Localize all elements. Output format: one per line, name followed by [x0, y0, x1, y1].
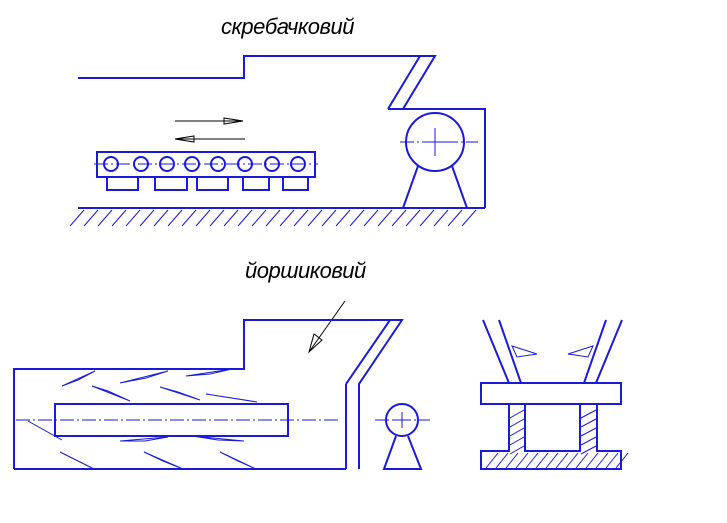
bristle — [159, 386, 201, 401]
hatch-line — [321, 209, 337, 227]
bristle — [185, 368, 233, 377]
hatch-line — [509, 418, 525, 428]
hatch-line — [293, 209, 309, 227]
hatch-line — [69, 209, 85, 227]
feed-arrow — [308, 300, 346, 353]
bristle — [205, 393, 258, 403]
hatch-line — [605, 452, 619, 469]
bristle — [219, 451, 257, 470]
chain-roller — [290, 156, 306, 172]
hatch-line — [580, 418, 597, 428]
hatch-line — [509, 409, 525, 419]
hatch-line — [461, 209, 477, 227]
hatch-line — [405, 209, 421, 227]
chain-roller — [133, 156, 149, 172]
chain-roller — [159, 156, 175, 172]
hatch-line — [307, 209, 323, 227]
bristle — [91, 385, 131, 402]
bristle — [27, 420, 63, 441]
hatch-line — [447, 209, 463, 227]
hatch-line — [209, 209, 225, 227]
hatch-line — [363, 209, 379, 227]
label-brush: йоршиковий — [245, 258, 366, 283]
scraper-blade — [154, 176, 188, 191]
scraper-blade — [106, 176, 139, 191]
bristle — [119, 436, 169, 442]
brush-cross-section — [480, 319, 629, 470]
brush-conveyor — [13, 300, 629, 470]
chain-roller — [237, 156, 253, 172]
scraper-blade — [282, 176, 309, 191]
hatch-line — [181, 209, 197, 227]
bristle — [61, 370, 96, 387]
direction-arrows — [174, 117, 245, 143]
hatch-line — [505, 452, 519, 469]
hatch-line — [509, 445, 525, 455]
hatch-line — [545, 452, 559, 469]
hatch-line — [349, 209, 365, 227]
hatch-line — [575, 452, 589, 469]
hatch-line — [139, 209, 155, 227]
bristle — [191, 435, 245, 442]
hatch-line — [595, 452, 609, 469]
hatch-line — [223, 209, 239, 227]
label-scraper: скребачковий — [221, 14, 354, 39]
hatch-line — [251, 209, 267, 227]
hatch-line — [580, 436, 597, 446]
scraper-housing — [78, 55, 486, 208]
hatch-line — [111, 209, 127, 227]
hatch-line — [580, 445, 597, 455]
hatch-line — [509, 427, 525, 437]
hatch-line — [391, 209, 407, 227]
hatch-line — [167, 209, 183, 227]
hatch-line — [153, 209, 169, 227]
bristle — [143, 451, 184, 470]
brush-bristles — [27, 368, 258, 470]
chain-roller — [264, 156, 280, 172]
brush-housing — [13, 319, 404, 469]
pulley-stand — [401, 165, 469, 209]
hatch-line — [509, 436, 525, 446]
hatch-line — [485, 452, 499, 469]
hatch-line — [335, 209, 351, 227]
hatch-line — [97, 209, 113, 227]
chain-roller — [184, 156, 200, 172]
brush-pulley-stand — [382, 435, 423, 470]
bristle — [119, 370, 169, 384]
hatch-line — [555, 452, 569, 469]
hatch-line — [279, 209, 295, 227]
hatch-line — [525, 452, 539, 469]
hatch-line — [585, 452, 599, 469]
hatch-line — [535, 452, 549, 469]
hatch-line — [377, 209, 393, 227]
hatch-line — [565, 452, 579, 469]
hatch-line — [419, 209, 435, 227]
hatch-line — [615, 452, 629, 469]
scraper-conveyor — [69, 55, 486, 227]
floor-hatching — [69, 209, 477, 227]
hatch-line — [195, 209, 211, 227]
hatch-line — [515, 452, 529, 469]
scraper-blade — [196, 176, 229, 191]
hatch-line — [83, 209, 99, 227]
hatch-line — [433, 209, 449, 227]
bristle — [59, 451, 95, 470]
hatch-line — [265, 209, 281, 227]
cross-section-beam — [480, 382, 622, 405]
hatch-line — [580, 409, 597, 419]
scraper-blades — [106, 176, 309, 191]
chain-roller — [103, 156, 119, 172]
scraper-blade — [242, 176, 270, 191]
chain-roller — [210, 156, 226, 172]
hatch-line — [237, 209, 253, 227]
hatch-line — [125, 209, 141, 227]
hatch-line — [495, 452, 509, 469]
chain-rollers — [103, 156, 306, 172]
cross-section-hatching — [485, 409, 629, 469]
hatch-line — [580, 427, 597, 437]
